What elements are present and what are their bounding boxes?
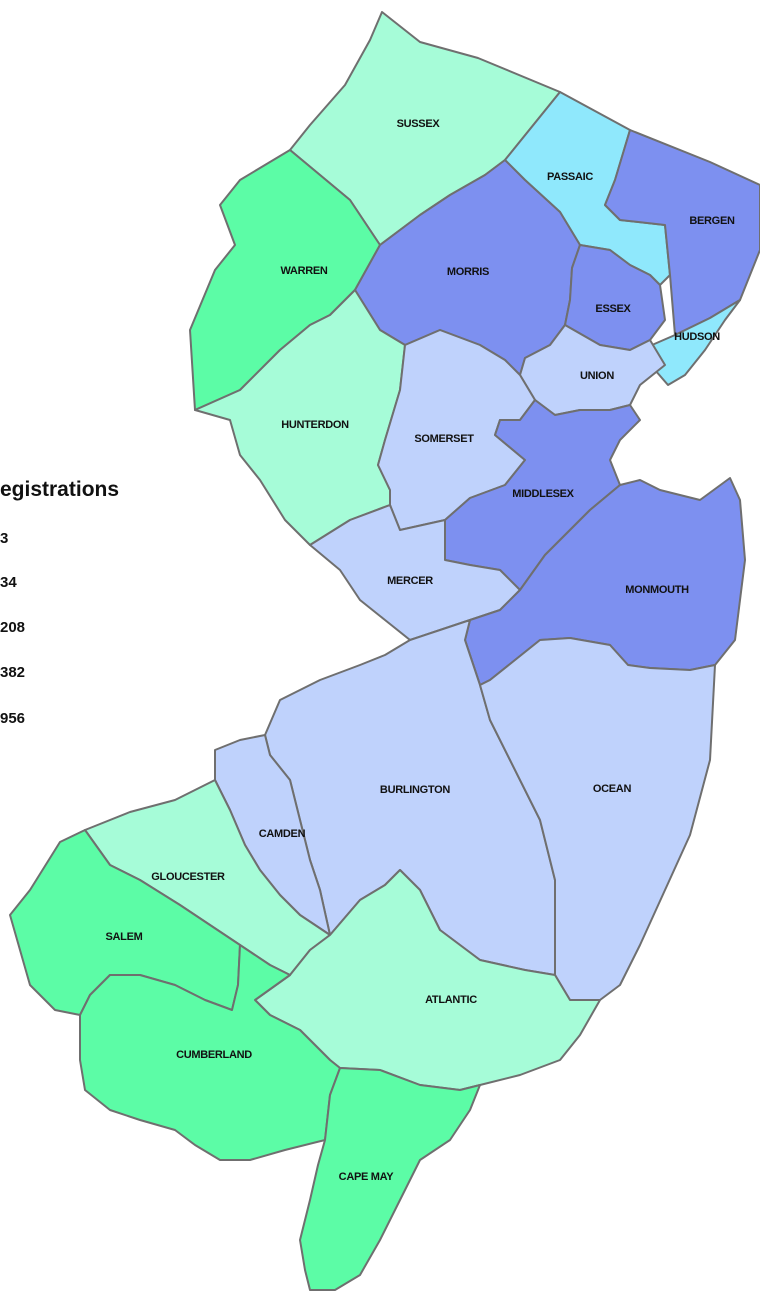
county-label-gloucester: GLOUCESTER <box>151 871 225 883</box>
county-label-somerset: SOMERSET <box>414 433 474 445</box>
legend-item-4: 382 <box>0 664 26 681</box>
legend-item-5: 956 <box>0 710 26 727</box>
county-label-camden: CAMDEN <box>259 828 306 840</box>
legend-title: egistrations <box>0 478 120 501</box>
county-label-morris: MORRIS <box>447 266 489 278</box>
county-label-atlantic: ATLANTIC <box>425 994 477 1006</box>
county-label-warren: WARREN <box>280 265 327 277</box>
county-label-salem: SALEM <box>105 931 142 943</box>
legend-item-3: 208 <box>0 619 26 636</box>
legend-item-2: 34 <box>0 574 17 591</box>
county-label-hudson: HUDSON <box>674 331 720 343</box>
county-ocean <box>479 637 716 1001</box>
county-label-hunterdon: HUNTERDON <box>281 419 349 431</box>
county-cape-may <box>299 1067 481 1291</box>
county-label-passaic: PASSAIC <box>547 171 593 183</box>
county-label-monmouth: MONMOUTH <box>625 584 689 596</box>
county-label-middlesex: MIDDLESEX <box>512 488 574 500</box>
county-label-mercer: MERCER <box>387 575 433 587</box>
county-label-cape-may: CAPE MAY <box>339 1171 395 1183</box>
county-label-sussex: SUSSEX <box>397 118 441 130</box>
county-label-essex: ESSEX <box>595 303 631 315</box>
county-cumberland <box>79 944 341 1161</box>
county-label-burlington: BURLINGTON <box>380 784 450 796</box>
county-label-cumberland: CUMBERLAND <box>176 1049 252 1061</box>
county-label-union: UNION <box>580 370 614 382</box>
legend-item-1: 3 <box>0 530 9 547</box>
county-label-bergen: BERGEN <box>689 215 735 227</box>
county-label-ocean: OCEAN <box>593 783 632 795</box>
